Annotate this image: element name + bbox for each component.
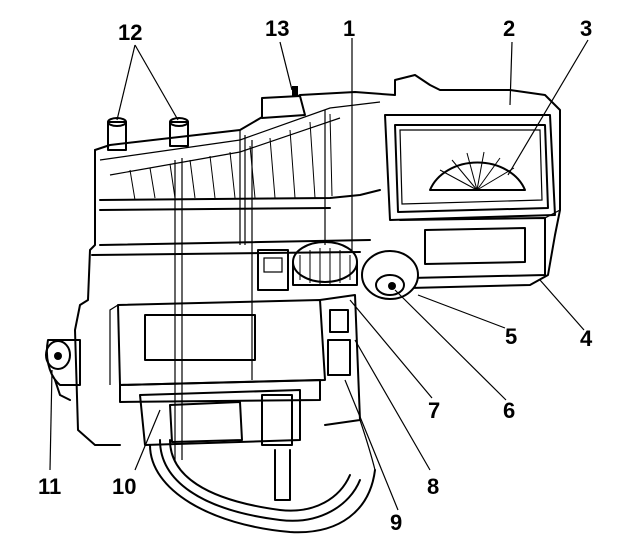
callout-5: 5	[505, 324, 517, 349]
callout-11: 11	[38, 474, 61, 499]
callout-8: 8	[427, 474, 439, 499]
callout-6: 6	[503, 398, 515, 423]
callout-labels: 1 2 3 4 5 6 7 8 9 10 11 12 13	[38, 16, 593, 535]
callout-2: 2	[503, 16, 515, 41]
hvac-housing	[45, 74, 561, 534]
callout-7: 7	[428, 398, 440, 423]
callout-1: 1	[343, 16, 355, 41]
callout-10: 10	[112, 474, 136, 499]
leader-lines	[49, 38, 589, 511]
callout-3: 3	[580, 16, 592, 41]
callout-4: 4	[580, 326, 593, 351]
callout-9: 9	[390, 510, 402, 535]
callout-12: 12	[118, 20, 142, 45]
callout-13: 13	[265, 16, 289, 41]
